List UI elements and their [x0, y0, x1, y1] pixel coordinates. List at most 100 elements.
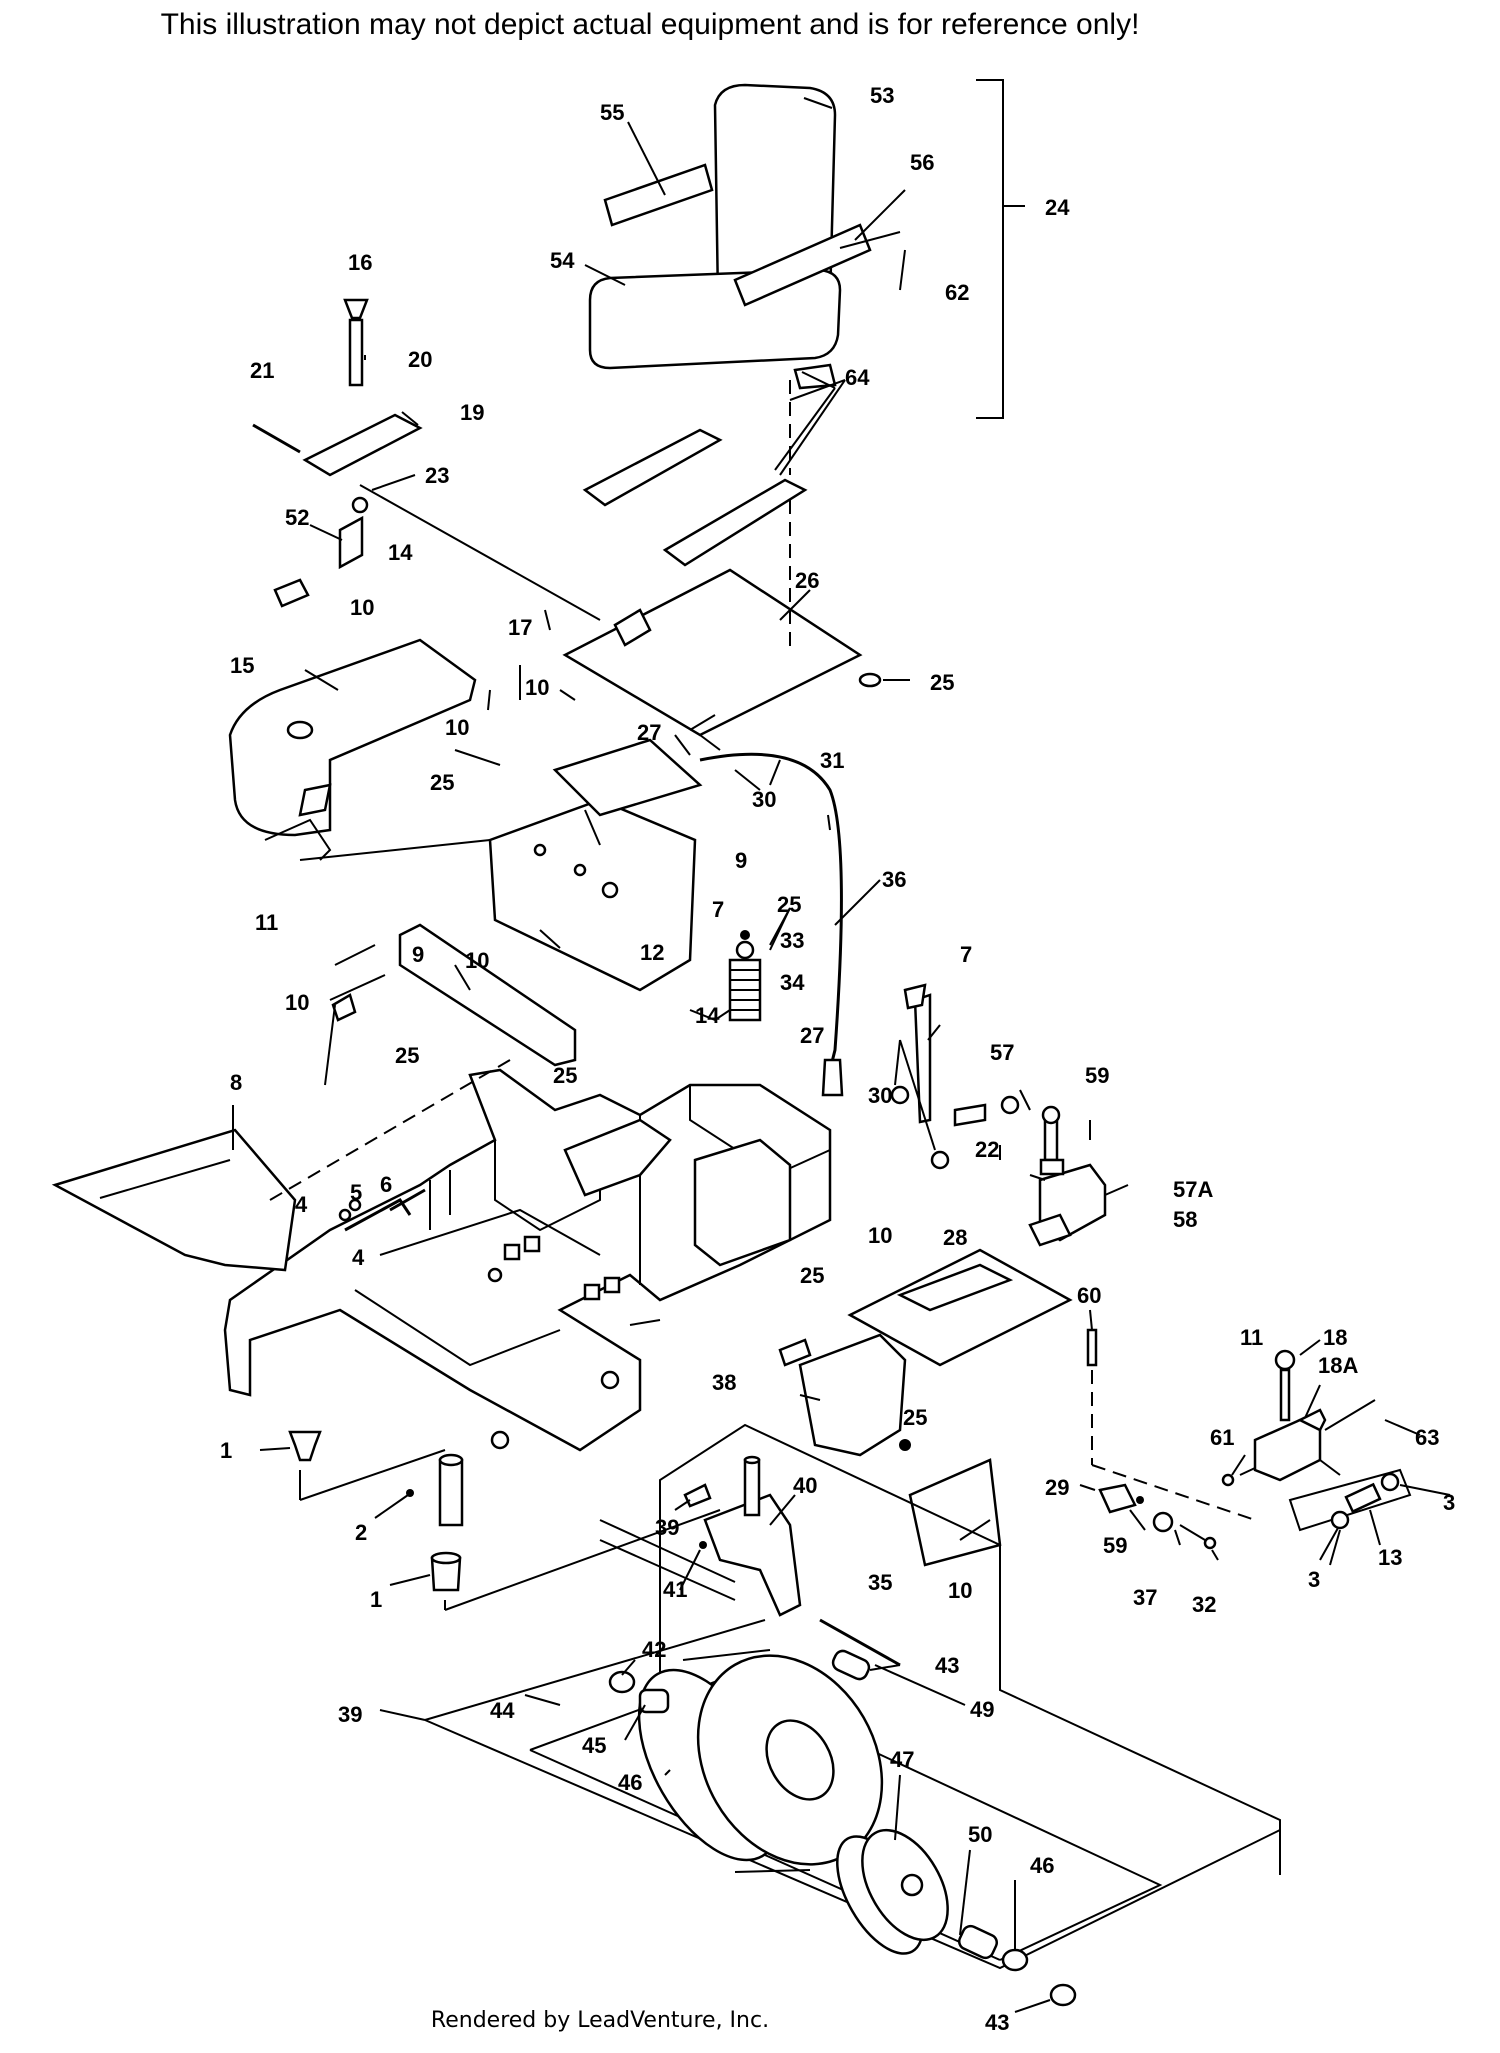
callout-34: 34 [780, 970, 805, 995]
callout-23: 23 [425, 463, 449, 488]
callout-10: 10 [465, 948, 489, 973]
callout-62: 62 [945, 280, 969, 305]
callout-42: 41 [663, 1577, 687, 1602]
rim-part [836, 1828, 949, 1955]
callout-50: 50 [968, 1822, 992, 1847]
callout-19: 19 [460, 400, 484, 425]
callout-7: 7 [960, 942, 972, 967]
seat-assembly-bracket [976, 79, 1025, 419]
callout-13: 13 [1378, 1545, 1402, 1570]
callout-30: 30 [868, 1083, 892, 1108]
callout-47: 46 [618, 1770, 642, 1795]
right-bracket-part [1221, 1349, 1376, 1487]
fender-part [228, 638, 491, 861]
callout-25: 25 [777, 892, 801, 917]
seat-part [588, 83, 901, 390]
bearings-part [608, 1670, 1077, 2007]
callout-40: 39 [655, 1515, 679, 1540]
pivot-bracket-part [1000, 1095, 1107, 1247]
callout-55: 56 [910, 150, 934, 175]
callout-59: 59 [1103, 1533, 1127, 1558]
callout-41: 40 [793, 1473, 817, 1498]
cable-part [699, 752, 844, 1097]
callout-26: 26 [795, 568, 819, 593]
footer-credit: Rendered by LeadVenture, Inc. [430, 2008, 770, 2033]
callout-25: 25 [903, 1405, 927, 1430]
callout-57: 57A [1173, 1177, 1213, 1202]
control-lever-part [890, 983, 987, 1170]
callout-27: 27 [637, 720, 661, 745]
callout-25: 25 [430, 770, 454, 795]
callout-46: 46 [1030, 1853, 1054, 1878]
leader-lines [232, 97, 1451, 2013]
callout-61: 61 [1210, 1425, 1234, 1450]
callout-10: 10 [868, 1223, 892, 1248]
rear-cover-part [778, 1248, 1073, 1457]
callout-25: 25 [553, 1063, 577, 1088]
callout-14: 14 [695, 1003, 720, 1028]
callout-11: 11 [1240, 1325, 1263, 1350]
disclaimer-text: This illustration may not depict actual … [160, 8, 1140, 41]
callout-35: 35 [868, 1570, 892, 1595]
callout-29: 29 [1045, 1475, 1069, 1500]
callout-32: 32 [1192, 1592, 1216, 1617]
front-caster-post-part [288, 1430, 721, 1611]
callout-49: 49 [970, 1697, 994, 1722]
callout-14: 14 [388, 540, 413, 565]
seat-pan-part [562, 500, 882, 751]
rod-part [1086, 1328, 1098, 1465]
callout-37: 37 [1133, 1585, 1157, 1610]
callout-51: 52 [285, 505, 309, 530]
callout-10: 10 [445, 715, 469, 740]
callout-54: 55 [600, 100, 624, 125]
callout-4: 4 [352, 1245, 365, 1270]
callout-63: 63 [1415, 1425, 1439, 1450]
callout-27: 27 [800, 1023, 824, 1048]
callout-labels: 55 53 56 24 54 62 64 16 20 21 19 23 52 1… [220, 83, 1455, 2035]
spring-part [728, 930, 762, 1022]
linkage-part [1091, 1464, 1256, 1550]
callout-44: 43 [935, 1653, 959, 1678]
panel-part [908, 1458, 1002, 1567]
callout-18A: 18A [1318, 1353, 1358, 1378]
callout-10: 10 [350, 595, 374, 620]
callout-38: 38 [712, 1370, 736, 1395]
callout-28: 28 [943, 1225, 967, 1250]
callout-43: 43 [985, 2010, 1009, 2035]
axle-part [819, 1618, 901, 1681]
callout-48: 47 [890, 1747, 914, 1772]
callout-9: 9 [735, 848, 747, 873]
main-frame-part [223, 1068, 832, 1452]
callout-4: 4 [295, 1192, 308, 1217]
callout-8: 8 [230, 1070, 242, 1095]
callout-18: 18 [1323, 1325, 1347, 1350]
seat-slides-part [582, 371, 836, 567]
callout-3: 3 [1308, 1567, 1320, 1592]
callout-11: 11 [255, 910, 278, 935]
footrest-part [51, 1059, 511, 1272]
callout-60: 60 [1077, 1283, 1101, 1308]
callout-1: 1 [220, 1438, 232, 1463]
callout-20: 20 [408, 347, 432, 372]
callout-21: 21 [250, 358, 274, 383]
callout-36: 36 [882, 867, 906, 892]
callout-5: 5 [350, 1180, 362, 1205]
callout-3: 3 [1443, 1490, 1455, 1515]
callout-43: 42 [642, 1637, 666, 1662]
callout-25: 25 [930, 670, 954, 695]
callout-10: 10 [285, 990, 309, 1015]
callout-9: 9 [412, 942, 424, 967]
callout-30: 30 [752, 787, 776, 812]
callout-22: 22 [975, 1137, 999, 1162]
callout-58: 59 [1085, 1063, 1109, 1088]
callout-10: 10 [948, 1578, 972, 1603]
spring-13-part [1288, 1468, 1412, 1532]
callout-53: 54 [550, 248, 575, 273]
side-bracket-part [329, 923, 577, 1067]
callout-2: 2 [355, 1520, 367, 1545]
callout-7: 7 [712, 897, 724, 922]
callout-16: 16 [348, 250, 372, 275]
callout-56: 57 [990, 1040, 1014, 1065]
callout-25: 25 [800, 1263, 824, 1288]
